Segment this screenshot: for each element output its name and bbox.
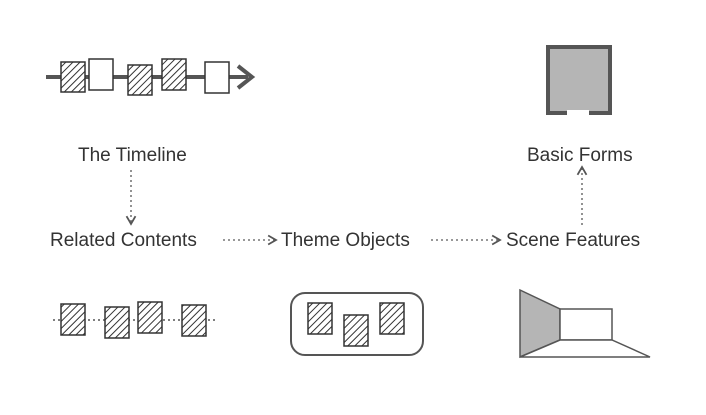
related-hatched-block (60, 303, 86, 336)
timeline-icon (46, 58, 256, 96)
theme-hatched-block (343, 314, 369, 347)
scene-perspective-icon (519, 288, 651, 359)
timeline-empty-block (204, 61, 230, 94)
related-contents-icon (53, 301, 215, 339)
timeline-hatched-block (161, 58, 187, 91)
label-the-timeline: The Timeline (78, 145, 187, 166)
label-basic-forms: Basic Forms (527, 145, 633, 166)
room-plan-icon (546, 45, 612, 116)
room-door-gap (567, 110, 589, 116)
label-related-contents: Related Contents (50, 230, 197, 251)
scene-back-wall (559, 308, 613, 341)
theme-objects-icon (290, 292, 424, 356)
timeline-empty-block (88, 58, 114, 91)
theme-hatched-block (307, 302, 333, 335)
timeline-hatched-block (127, 64, 153, 96)
related-hatched-block (137, 301, 163, 334)
theme-hatched-block (379, 302, 405, 335)
label-scene-features: Scene Features (506, 230, 640, 251)
timeline-hatched-block (60, 61, 86, 93)
scene-floor (519, 339, 651, 358)
related-hatched-block (104, 306, 130, 339)
related-hatched-block (181, 304, 207, 337)
label-theme-objects: Theme Objects (281, 230, 410, 251)
